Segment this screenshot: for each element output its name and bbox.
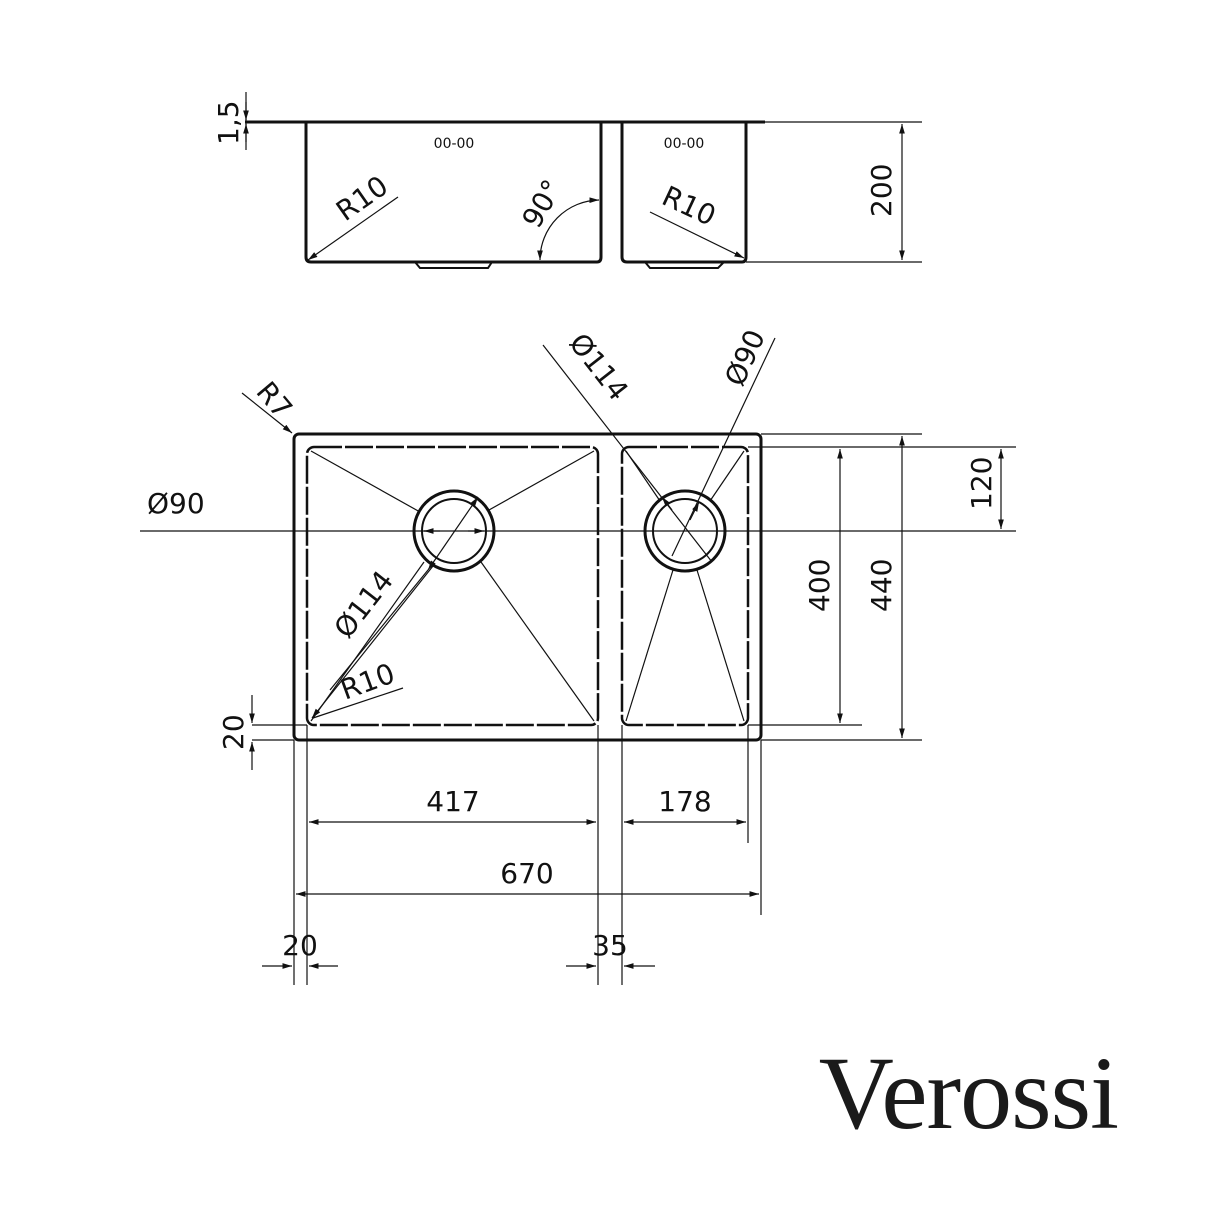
side-right-waste xyxy=(644,261,725,269)
brand-logo: Verossi xyxy=(819,1036,1118,1151)
left-slope-line-4 xyxy=(310,561,425,722)
overall-depth-label: 440 xyxy=(865,559,898,612)
side-height-label: 200 xyxy=(865,164,898,217)
side-angle-label: 90° xyxy=(515,174,568,233)
side-right-bowl xyxy=(620,122,748,264)
overflow-mark-left: 00-00 xyxy=(434,136,475,152)
left-d114-leader-ext xyxy=(329,569,429,691)
flange-thickness-label: 1,5 xyxy=(212,100,245,145)
left-slope-line-2 xyxy=(488,450,595,511)
left-r10-leader-2 xyxy=(312,687,404,719)
outer-rim xyxy=(292,432,763,742)
right-bowl-width-label: 178 xyxy=(658,785,711,818)
inner-depth-label: 400 xyxy=(803,559,836,612)
side-left-waste xyxy=(414,261,493,269)
side-right-radius-label: R10 xyxy=(657,179,721,232)
r7-leader xyxy=(241,392,293,434)
right-d114-leader xyxy=(542,344,713,563)
left-bowl-width-label: 417 xyxy=(426,785,479,818)
right-slope-line-4 xyxy=(696,569,745,722)
left-d114-leader xyxy=(427,496,479,571)
right-drain-outer xyxy=(643,489,727,573)
right-drain-inner xyxy=(652,498,718,564)
right-d114-arrow xyxy=(661,496,673,511)
side-left-bowl xyxy=(304,122,603,264)
overall-width-label: 670 xyxy=(500,857,553,890)
rim-width-bottom-label: 20 xyxy=(217,714,250,750)
right-slope-line-2 xyxy=(709,450,745,502)
left-waste-outer-diameter-label: Ø114 xyxy=(328,565,400,645)
left-bowl xyxy=(305,445,600,727)
right-d90-leader xyxy=(671,337,776,557)
right-d90-arrow xyxy=(689,501,700,521)
r10-leader-left xyxy=(307,196,399,261)
left-bowl-radius-label: R10 xyxy=(336,657,399,707)
left-slope-line-1 xyxy=(310,450,421,513)
r10-leader-right xyxy=(649,211,745,259)
left-slope-line-3 xyxy=(480,561,595,722)
left-r10-leader xyxy=(311,565,434,719)
right-waste-outer-diameter-label: Ø114 xyxy=(562,327,634,407)
side-view: 00-00 00-00 R10 90° R10 1,5 200 xyxy=(212,92,922,269)
waste-offset-label: 120 xyxy=(965,457,998,510)
right-slope-line-3 xyxy=(625,569,674,722)
plan-view: Ø90 Ø114 R10 R7 Ø114 Ø90 120 400 440 xyxy=(140,325,1016,985)
left-waste-diameter-label: Ø90 xyxy=(147,487,205,520)
overflow-mark-right: 00-00 xyxy=(664,136,705,152)
divider-width-label: 35 xyxy=(592,929,628,962)
outer-radius-label: R7 xyxy=(250,375,299,425)
side-left-radius-label: R10 xyxy=(330,169,394,228)
right-waste-diameter-label: Ø90 xyxy=(718,325,772,391)
right-bowl xyxy=(620,445,750,727)
rim-width-left-label: 20 xyxy=(282,929,318,962)
angle-arc xyxy=(537,197,600,261)
